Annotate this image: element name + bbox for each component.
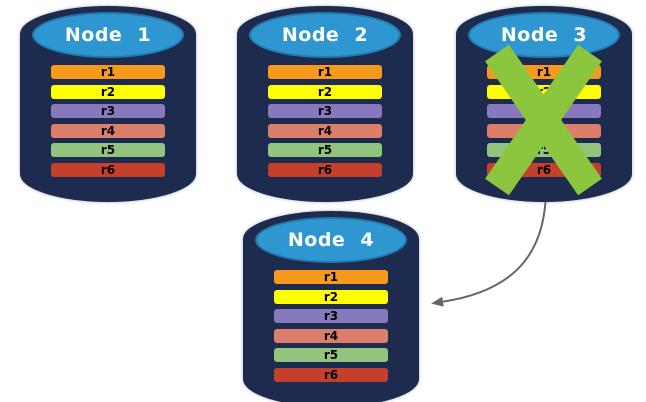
row-r5: r5 <box>268 143 382 157</box>
row-list: r1 r2 r3 r4 r5 r6 <box>51 65 165 182</box>
row-r1: r1 <box>268 65 382 79</box>
row-r2: r2 <box>268 84 382 99</box>
row-r3: r3 <box>268 104 382 118</box>
row-r4: r4 <box>268 123 382 138</box>
node-2: Node 2 r1 r2 r3 r4 r5 r6 <box>237 6 413 202</box>
row-r2: r2 <box>274 289 388 304</box>
row-r2: r2 <box>51 84 165 99</box>
row-r3: r3 <box>51 104 165 118</box>
failure-x-icon <box>485 44 602 196</box>
node-title: Node 1 <box>64 24 152 46</box>
node-4: Node 4 r1 r2 r3 r4 r5 r6 <box>243 211 419 402</box>
database-cylinder: Node 1 r1 r2 r3 r4 r5 r6 <box>20 6 196 202</box>
row-list: r1 r2 r3 r4 r5 r6 <box>274 270 388 387</box>
row-r4: r4 <box>274 328 388 343</box>
row-r1: r1 <box>51 65 165 79</box>
row-r5: r5 <box>51 143 165 157</box>
cylinder-cap <box>468 12 620 58</box>
row-r4: r4 <box>51 123 165 138</box>
database-cylinder: Node 4 r1 r2 r3 r4 r5 r6 <box>243 211 419 402</box>
database-cylinder: Node 3 r1 r2 r3 r4 r5 r6 <box>456 6 632 202</box>
database-cylinder: Node 2 r1 r2 r3 r4 r5 r6 <box>237 6 413 202</box>
cylinder-cap <box>32 12 184 58</box>
row-r1: r1 <box>274 270 388 284</box>
node-3: Node 3 r1 r2 r3 r4 r5 r6 <box>456 6 632 202</box>
cylinder-cap <box>255 217 407 263</box>
row-r5: r5 <box>274 348 388 362</box>
row-list: r1 r2 r3 r4 r5 r6 <box>268 65 382 182</box>
cylinder-cap <box>249 12 401 58</box>
row-r6: r6 <box>268 162 382 177</box>
arrow-curve <box>431 184 548 307</box>
node-title: Node 4 <box>287 229 375 251</box>
node-1: Node 1 r1 r2 r3 r4 r5 r6 <box>20 6 196 202</box>
row-r6: r6 <box>274 367 388 382</box>
row-r3: r3 <box>274 309 388 323</box>
node-title: Node 2 <box>281 24 369 46</box>
row-r6: r6 <box>51 162 165 177</box>
node-title: Node 3 <box>500 24 588 46</box>
